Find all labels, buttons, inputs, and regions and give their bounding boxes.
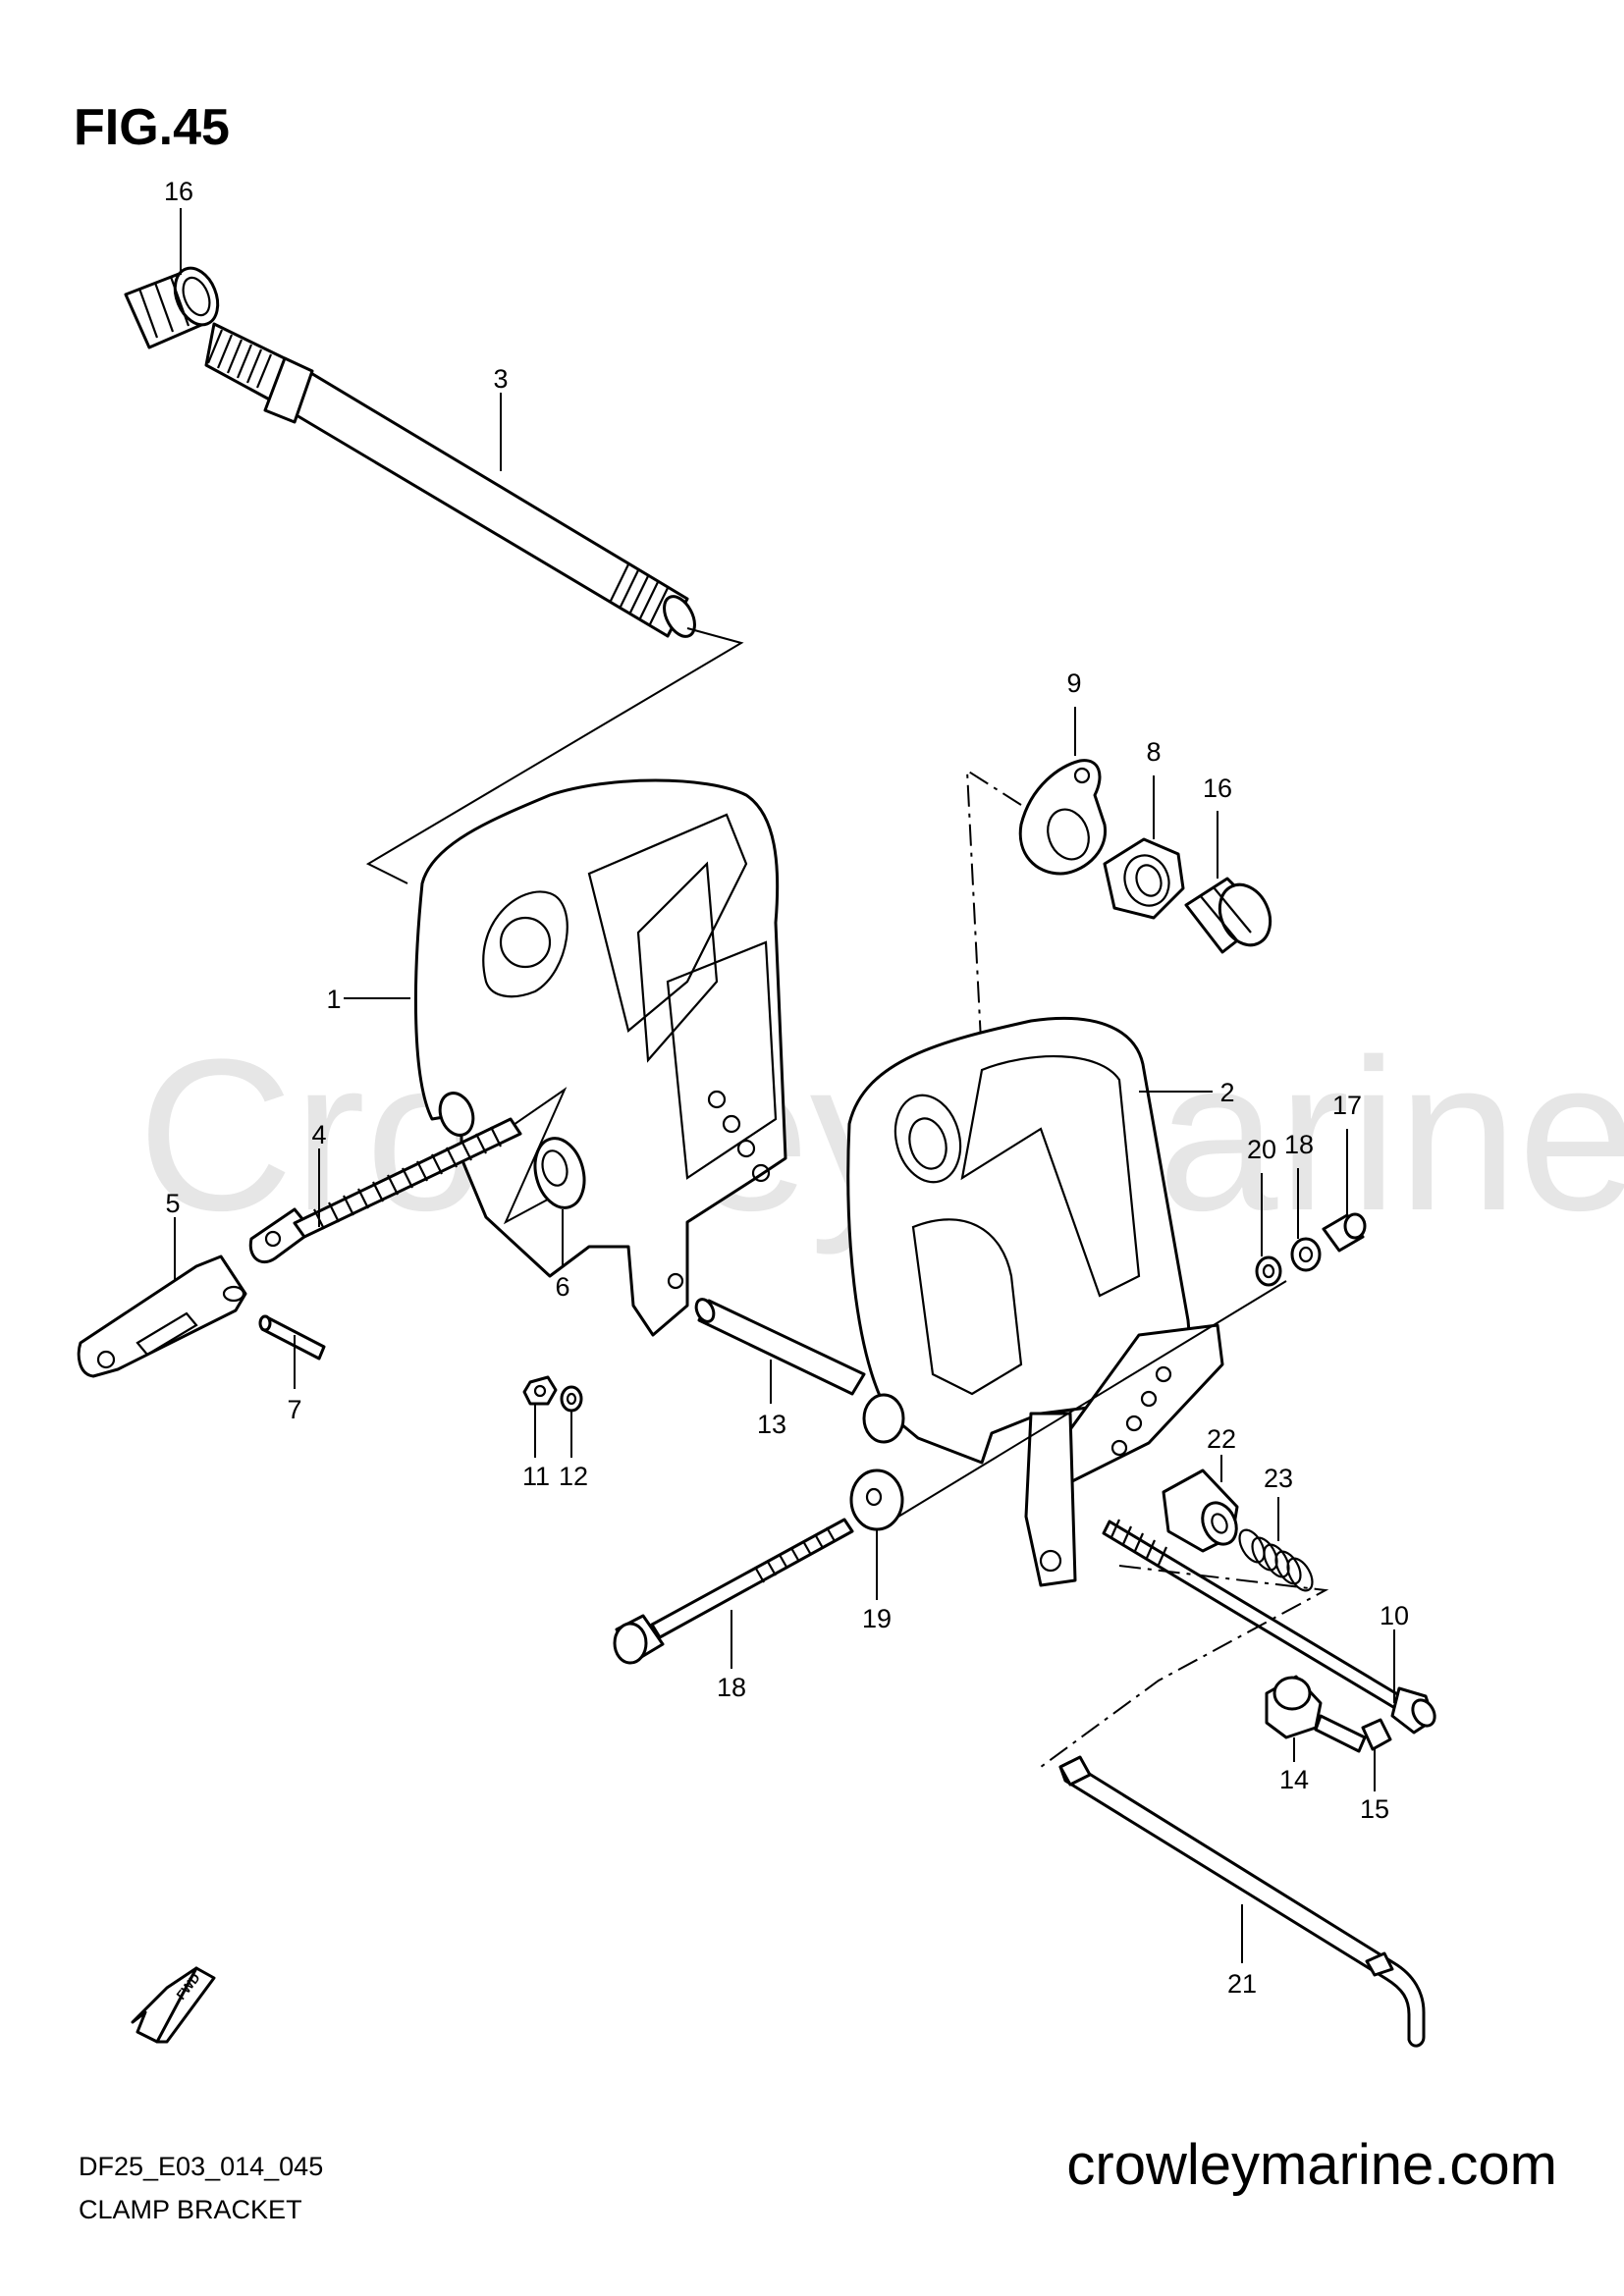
- callout-17: 17: [1332, 1091, 1362, 1120]
- callout-9: 9: [1066, 668, 1081, 698]
- assembly-line-lower: [1040, 1565, 1329, 1768]
- callout-6: 6: [555, 1272, 569, 1302]
- callout-7: 7: [287, 1395, 301, 1424]
- part-9-plate: [1018, 759, 1107, 876]
- part-16-cap-left: [124, 266, 220, 349]
- part-20-washer: [849, 1468, 904, 1531]
- part-14-collar: [1265, 1675, 1323, 1739]
- part-11-nut: [522, 1375, 558, 1406]
- callout-leaders: [174, 208, 1395, 1963]
- part-2-clamp-bracket-right: [846, 1016, 1224, 1587]
- callout-22: 21: [1227, 1969, 1257, 1999]
- part-3-tilt-tube: [204, 322, 696, 638]
- callout-11: 11: [522, 1462, 550, 1491]
- part-4-spring: [248, 1117, 522, 1264]
- callout-10: 10: [1380, 1601, 1409, 1630]
- callout-14: 14: [1279, 1765, 1309, 1794]
- callout-21: 20: [1247, 1135, 1276, 1164]
- part-1-clamp-bracket-left: [413, 778, 787, 1337]
- website-link[interactable]: crowleymarine.com: [1066, 2133, 1557, 2197]
- fwd-arrow-icon: FWD: [131, 1966, 216, 2044]
- callout-5: 5: [165, 1189, 180, 1218]
- part-10-bolt: [1102, 1519, 1436, 1735]
- diagram-code: DF25_E03_014_045: [79, 2152, 324, 2181]
- part-18-bolt: [613, 1518, 854, 1665]
- callout-2: 2: [1219, 1078, 1234, 1107]
- part-5-lever: [77, 1255, 247, 1378]
- figure-title: FIG.45: [74, 99, 230, 156]
- part-23-sleeve: [1162, 1468, 1239, 1553]
- callout-1: 1: [326, 985, 341, 1014]
- callout-23: 22: [1207, 1424, 1236, 1454]
- callout-3: 3: [493, 364, 508, 394]
- assembly-line-right: [965, 769, 1022, 1061]
- part-16-cap-right: [1184, 877, 1272, 954]
- assembly-line-bolt-18: [897, 1280, 1287, 1518]
- diagram-name: CLAMP BRACKET: [79, 2195, 302, 2224]
- part-24-spring: [1238, 1528, 1314, 1592]
- callout-12: 12: [559, 1462, 588, 1491]
- callout-16-right: 16: [1203, 774, 1232, 803]
- part-6-bushing: [533, 1137, 586, 1209]
- callout-19: 18: [1284, 1130, 1314, 1159]
- part-15-screw: [1314, 1714, 1392, 1753]
- assembly-line-tube: [365, 627, 744, 884]
- callout-24: 23: [1264, 1464, 1293, 1493]
- callout-18: 18: [717, 1673, 746, 1702]
- part-19-ring: [1290, 1237, 1322, 1272]
- callout-4: 4: [311, 1120, 326, 1149]
- part-21-washer: [1255, 1255, 1282, 1287]
- part-7-pin: [258, 1314, 326, 1361]
- part-12-washer: [560, 1385, 583, 1413]
- callout-numbers: 16 3 1 2 4 5 6 7 9 8 16 20 18 17 11 12 1…: [164, 177, 1409, 1999]
- callout-13: 13: [757, 1410, 786, 1439]
- callout-16-top: 16: [164, 177, 193, 206]
- callout-15: 15: [1360, 1794, 1389, 1824]
- part-8-hex-nut: [1103, 837, 1185, 920]
- part-17-collar: [1322, 1212, 1367, 1253]
- callout-20: 19: [862, 1604, 892, 1633]
- part-13-shaft: [694, 1298, 866, 1396]
- part-22-rod: [1058, 1755, 1426, 2048]
- callout-8: 8: [1146, 737, 1161, 767]
